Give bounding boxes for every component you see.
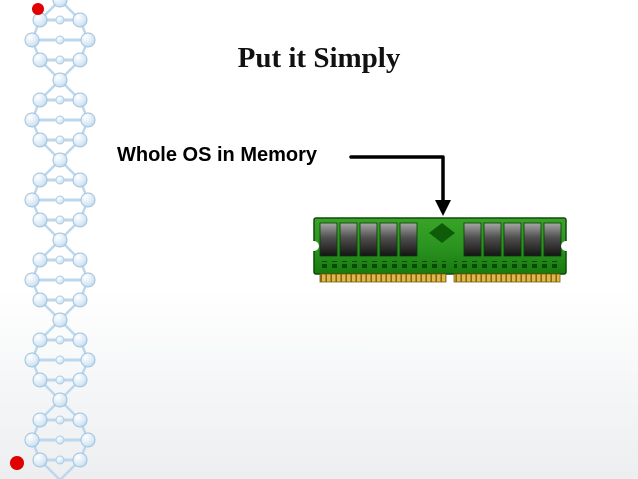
- ram-chips-right: [463, 222, 562, 257]
- memory-callout-label: Whole OS in Memory: [117, 144, 318, 166]
- ram-center-diamond: [429, 223, 455, 243]
- arrowhead-down: [435, 200, 451, 216]
- ram-smd-row-right: [454, 261, 560, 268]
- slide-title: Put it Simply: [237, 42, 401, 74]
- red-dot-bottom: [10, 456, 24, 470]
- ram-notch-left: [312, 241, 319, 251]
- ram-chips-left: [319, 222, 418, 257]
- ram-smd-row-left: [320, 261, 446, 268]
- ram-gold-pins-right: [453, 273, 561, 283]
- red-dot-top: [32, 3, 44, 15]
- ram-gold-pins-left: [319, 273, 447, 283]
- arrow-connector: [349, 155, 451, 216]
- ram-module-illustration: [312, 217, 568, 283]
- ram-notch-right: [561, 241, 568, 251]
- dna-helix-decoration: [10, 0, 97, 479]
